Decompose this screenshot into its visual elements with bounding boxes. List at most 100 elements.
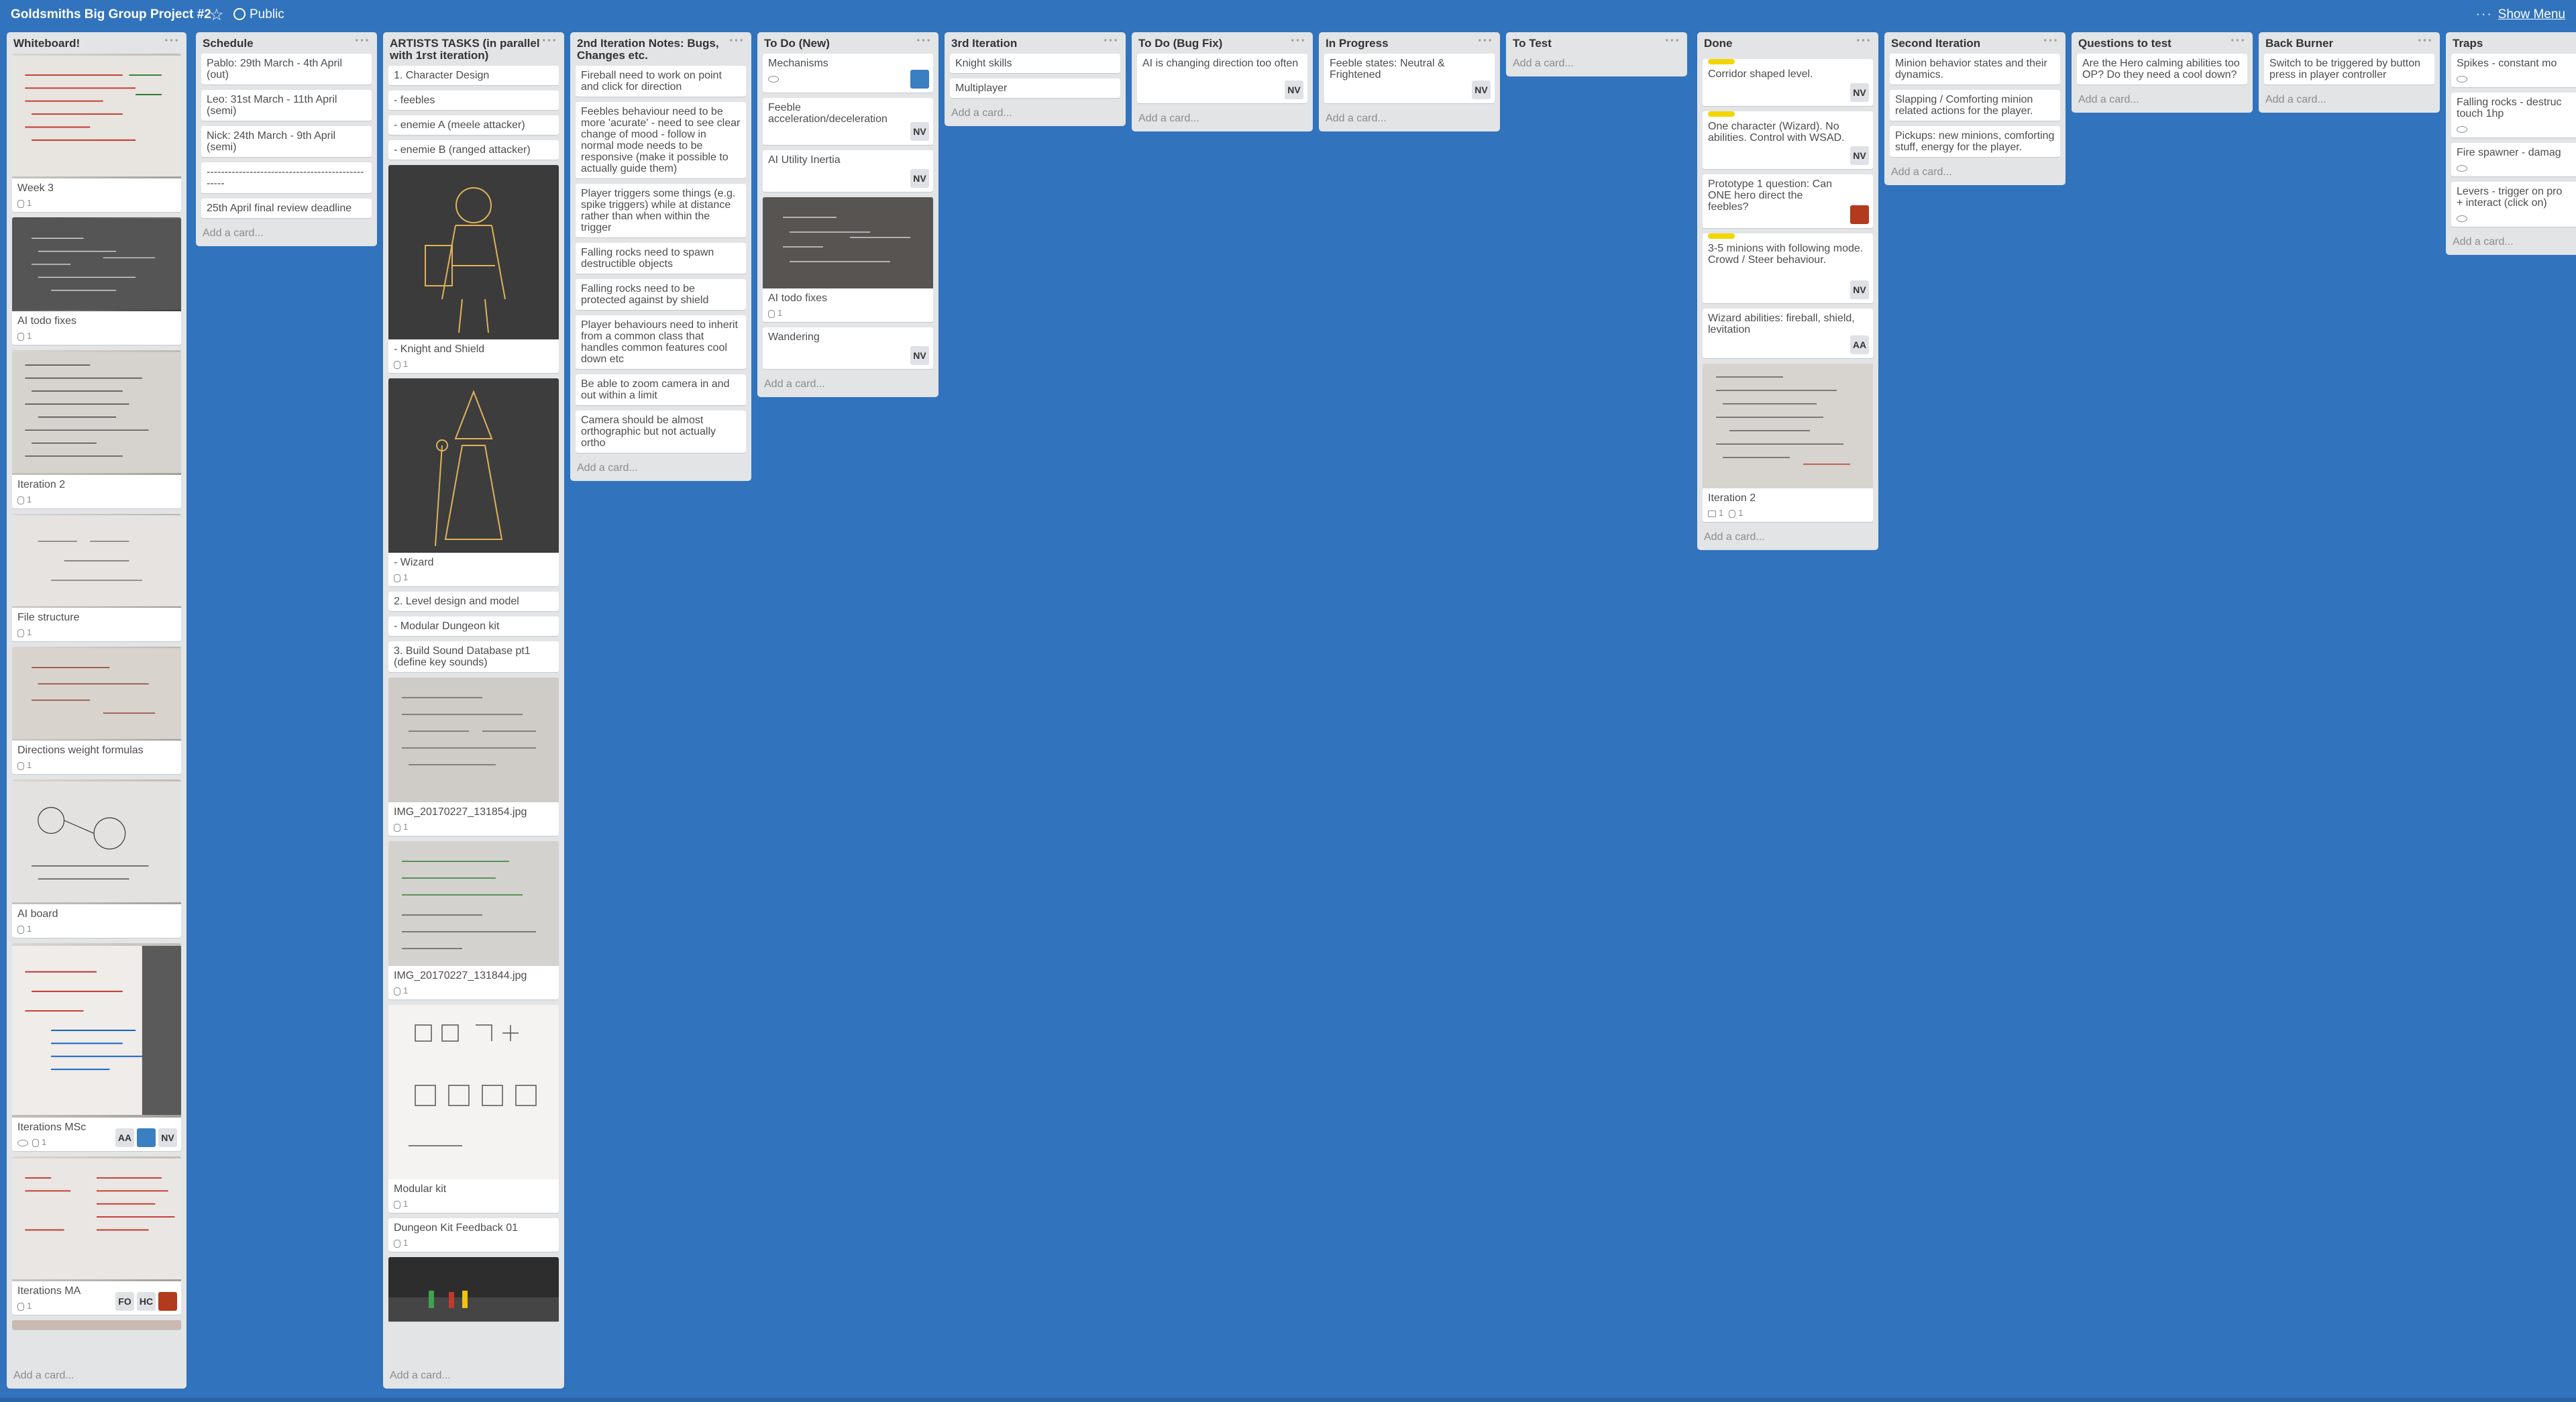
add-card-button[interactable]: Add a card... xyxy=(2078,94,2139,105)
list-card[interactable]: Corridor shaped level. NV xyxy=(1703,59,1873,106)
list-title[interactable]: To Do (New)··· xyxy=(764,34,932,50)
list-card[interactable]: Are the Hero calming abilities too OP? D… xyxy=(2077,54,2247,85)
add-card-button[interactable]: Add a card... xyxy=(764,378,825,390)
list-menu-icon[interactable]: ··· xyxy=(542,34,557,48)
list-card[interactable]: 3. Build Sound Database pt1 (define key … xyxy=(388,641,559,672)
list-card[interactable]: Spikes - constant mo xyxy=(2451,54,2576,87)
member-avatar[interactable]: NV xyxy=(910,169,929,188)
horizontal-scrollbar[interactable] xyxy=(0,1398,2576,1402)
list-card[interactable]: Falling rocks - destruc touch 1hp xyxy=(2451,93,2576,138)
list-title[interactable]: 3rd Iteration··· xyxy=(951,34,1119,50)
list-title[interactable]: Whiteboard!··· xyxy=(13,34,180,50)
list-card[interactable]: Modular kit 1 xyxy=(388,1005,559,1213)
add-card-button[interactable]: Add a card... xyxy=(2453,236,2514,248)
list-menu-icon[interactable]: ··· xyxy=(2043,34,2059,48)
show-menu-button[interactable]: ···Show Menu xyxy=(2476,7,2565,22)
list-card[interactable]: Mechanisms xyxy=(763,54,933,93)
list-card[interactable]: Falling rocks need to be protected again… xyxy=(576,279,746,310)
list-card[interactable]: AI Utility Inertia NV xyxy=(763,150,933,192)
list-card[interactable]: IMG_20170227_131844.jpg 1 xyxy=(388,841,559,1000)
add-card-button[interactable]: Add a card... xyxy=(203,227,264,239)
list-menu-icon[interactable]: ··· xyxy=(1856,34,1872,48)
list-card[interactable]: 25th April final review deadline xyxy=(201,199,372,218)
list-card[interactable]: - enemie B (ranged attacker) xyxy=(388,140,559,160)
list-card[interactable]: Minion behavior states and their dynamic… xyxy=(1890,54,2060,85)
list-title[interactable]: To Do (Bug Fix)··· xyxy=(1138,34,1306,50)
list-card[interactable]: AI todo fixes 1 xyxy=(763,197,933,322)
list-title[interactable]: Back Burner··· xyxy=(2265,34,2433,50)
list-card[interactable]: 1. Character Design xyxy=(388,66,559,85)
list-title[interactable]: Second Iteration··· xyxy=(1891,34,2059,50)
star-icon[interactable]: ☆ xyxy=(209,6,224,24)
list-card[interactable]: - Wizard 1 xyxy=(388,378,559,586)
add-card-button[interactable]: Add a card... xyxy=(951,107,1012,119)
list-card[interactable]: One character (Wizard). No abilities. Co… xyxy=(1703,111,1873,169)
list-card[interactable]: Fireball need to work on point and click… xyxy=(576,66,746,97)
add-card-button[interactable]: Add a card... xyxy=(2265,94,2326,105)
list-card[interactable]: Feeble states: Neutral & Frightened NV xyxy=(1324,54,1495,103)
member-avatar[interactable]: NV xyxy=(1472,80,1491,99)
list-card[interactable]: AI is changing direction too often NV xyxy=(1137,54,1307,103)
list-card[interactable]: Directions weight formulas 1 xyxy=(12,647,181,774)
list-card[interactable]: Fire spawner - damag xyxy=(2451,143,2576,176)
list-card[interactable]: - feebles xyxy=(388,91,559,110)
member-avatar[interactable]: NV xyxy=(1850,83,1869,102)
member-avatar[interactable]: NV xyxy=(910,122,929,141)
member-avatar[interactable]: NV xyxy=(1850,280,1869,299)
list-card[interactable]: Switch to be triggered by button press i… xyxy=(2264,54,2434,85)
add-card-button[interactable]: Add a card... xyxy=(1138,113,1199,124)
list-menu-icon[interactable]: ··· xyxy=(1104,34,1119,48)
list-card[interactable]: 2. Level design and model xyxy=(388,592,559,611)
list-card[interactable]: Knight skills xyxy=(950,54,1120,73)
add-card-button[interactable]: Add a card... xyxy=(390,1370,451,1381)
list-card[interactable]: Pickups: new minions, comforting stuff, … xyxy=(1890,126,2060,157)
list-card[interactable]: Iterations MSc 1 AA NV xyxy=(12,943,181,1151)
list-title[interactable]: 2nd Iteration Notes: Bugs, Changes etc.·… xyxy=(577,34,745,62)
list-card[interactable]: - Knight and Shield 1 xyxy=(388,165,559,373)
list-card[interactable]: Iteration 2 1 xyxy=(12,350,181,508)
list-menu-icon[interactable]: ··· xyxy=(1478,34,1493,48)
member-avatar-image[interactable] xyxy=(910,70,929,89)
list-card[interactable]: Wandering NV xyxy=(763,327,933,369)
member-avatar[interactable]: AA xyxy=(115,1128,134,1147)
add-card-button[interactable]: Add a card... xyxy=(577,462,638,474)
list-card[interactable]: Feebles behaviour need to be more 'acura… xyxy=(576,102,746,178)
list-card[interactable]: Week 3 1 xyxy=(12,54,181,212)
list-title[interactable]: To Test··· xyxy=(1513,34,1680,50)
list-card[interactable] xyxy=(12,1320,181,1330)
member-avatar[interactable]: FO xyxy=(115,1292,134,1311)
list-title[interactable]: In Progress··· xyxy=(1326,34,1493,50)
list-card[interactable]: Levers - trigger on pro + interact (clic… xyxy=(2451,182,2576,227)
list-menu-icon[interactable]: ··· xyxy=(916,34,932,48)
list-card[interactable]: IMG_20170227_131854.jpg 1 xyxy=(388,678,559,836)
list-menu-icon[interactable]: ··· xyxy=(164,34,180,48)
list-title[interactable]: Done··· xyxy=(1704,34,1872,50)
list-card[interactable]: Multiplayer xyxy=(950,78,1120,98)
list-menu-icon[interactable]: ··· xyxy=(355,34,370,48)
member-avatar-image[interactable] xyxy=(137,1128,156,1147)
add-card-button[interactable]: Add a card... xyxy=(1513,58,1574,69)
list-card[interactable]: Leo: 31st March - 11th April (semi) xyxy=(201,90,372,121)
list-card[interactable]: Falling rocks need to spawn destructible… xyxy=(576,243,746,274)
member-avatar[interactable]: AA xyxy=(1850,335,1869,354)
list-menu-icon[interactable]: ··· xyxy=(2418,34,2433,48)
list-title[interactable]: Questions to test··· xyxy=(2078,34,2246,50)
member-avatar[interactable]: NV xyxy=(1285,80,1303,99)
list-menu-icon[interactable]: ··· xyxy=(1665,34,1680,48)
list-card[interactable]: Feeble acceleration/deceleration NV xyxy=(763,98,933,145)
add-card-button[interactable]: Add a card... xyxy=(1704,531,1765,543)
list-menu-icon[interactable]: ··· xyxy=(2231,34,2246,48)
list-card[interactable]: AI board 1 xyxy=(12,779,181,938)
add-card-button[interactable]: Add a card... xyxy=(13,1370,74,1381)
visibility-button[interactable]: Public xyxy=(233,7,284,22)
list-card[interactable]: ----------------------------------------… xyxy=(201,162,372,193)
list-card[interactable]: 3-5 minions with following mode. Crowd /… xyxy=(1703,233,1873,303)
add-card-button[interactable]: Add a card... xyxy=(1326,113,1387,124)
list-card[interactable]: Camera should be almost orthographic but… xyxy=(576,411,746,453)
member-avatar-image[interactable] xyxy=(1850,205,1869,224)
member-avatar[interactable]: HC xyxy=(137,1292,156,1311)
list-card[interactable]: Be able to zoom camera in and out within… xyxy=(576,374,746,405)
list-card[interactable] xyxy=(388,1257,559,1322)
list-card[interactable]: File structure 1 xyxy=(12,514,181,641)
